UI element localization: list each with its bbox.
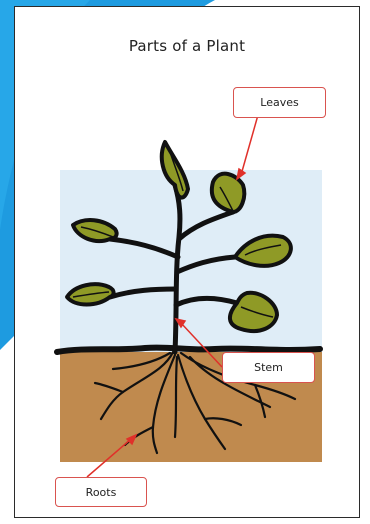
roots-label: Roots: [55, 477, 147, 507]
stem-label: Stem: [222, 352, 315, 383]
plant-diagram: [15, 7, 361, 519]
leaves-label: Leaves: [233, 87, 326, 118]
worksheet-page: Parts of a Plant: [14, 6, 360, 518]
